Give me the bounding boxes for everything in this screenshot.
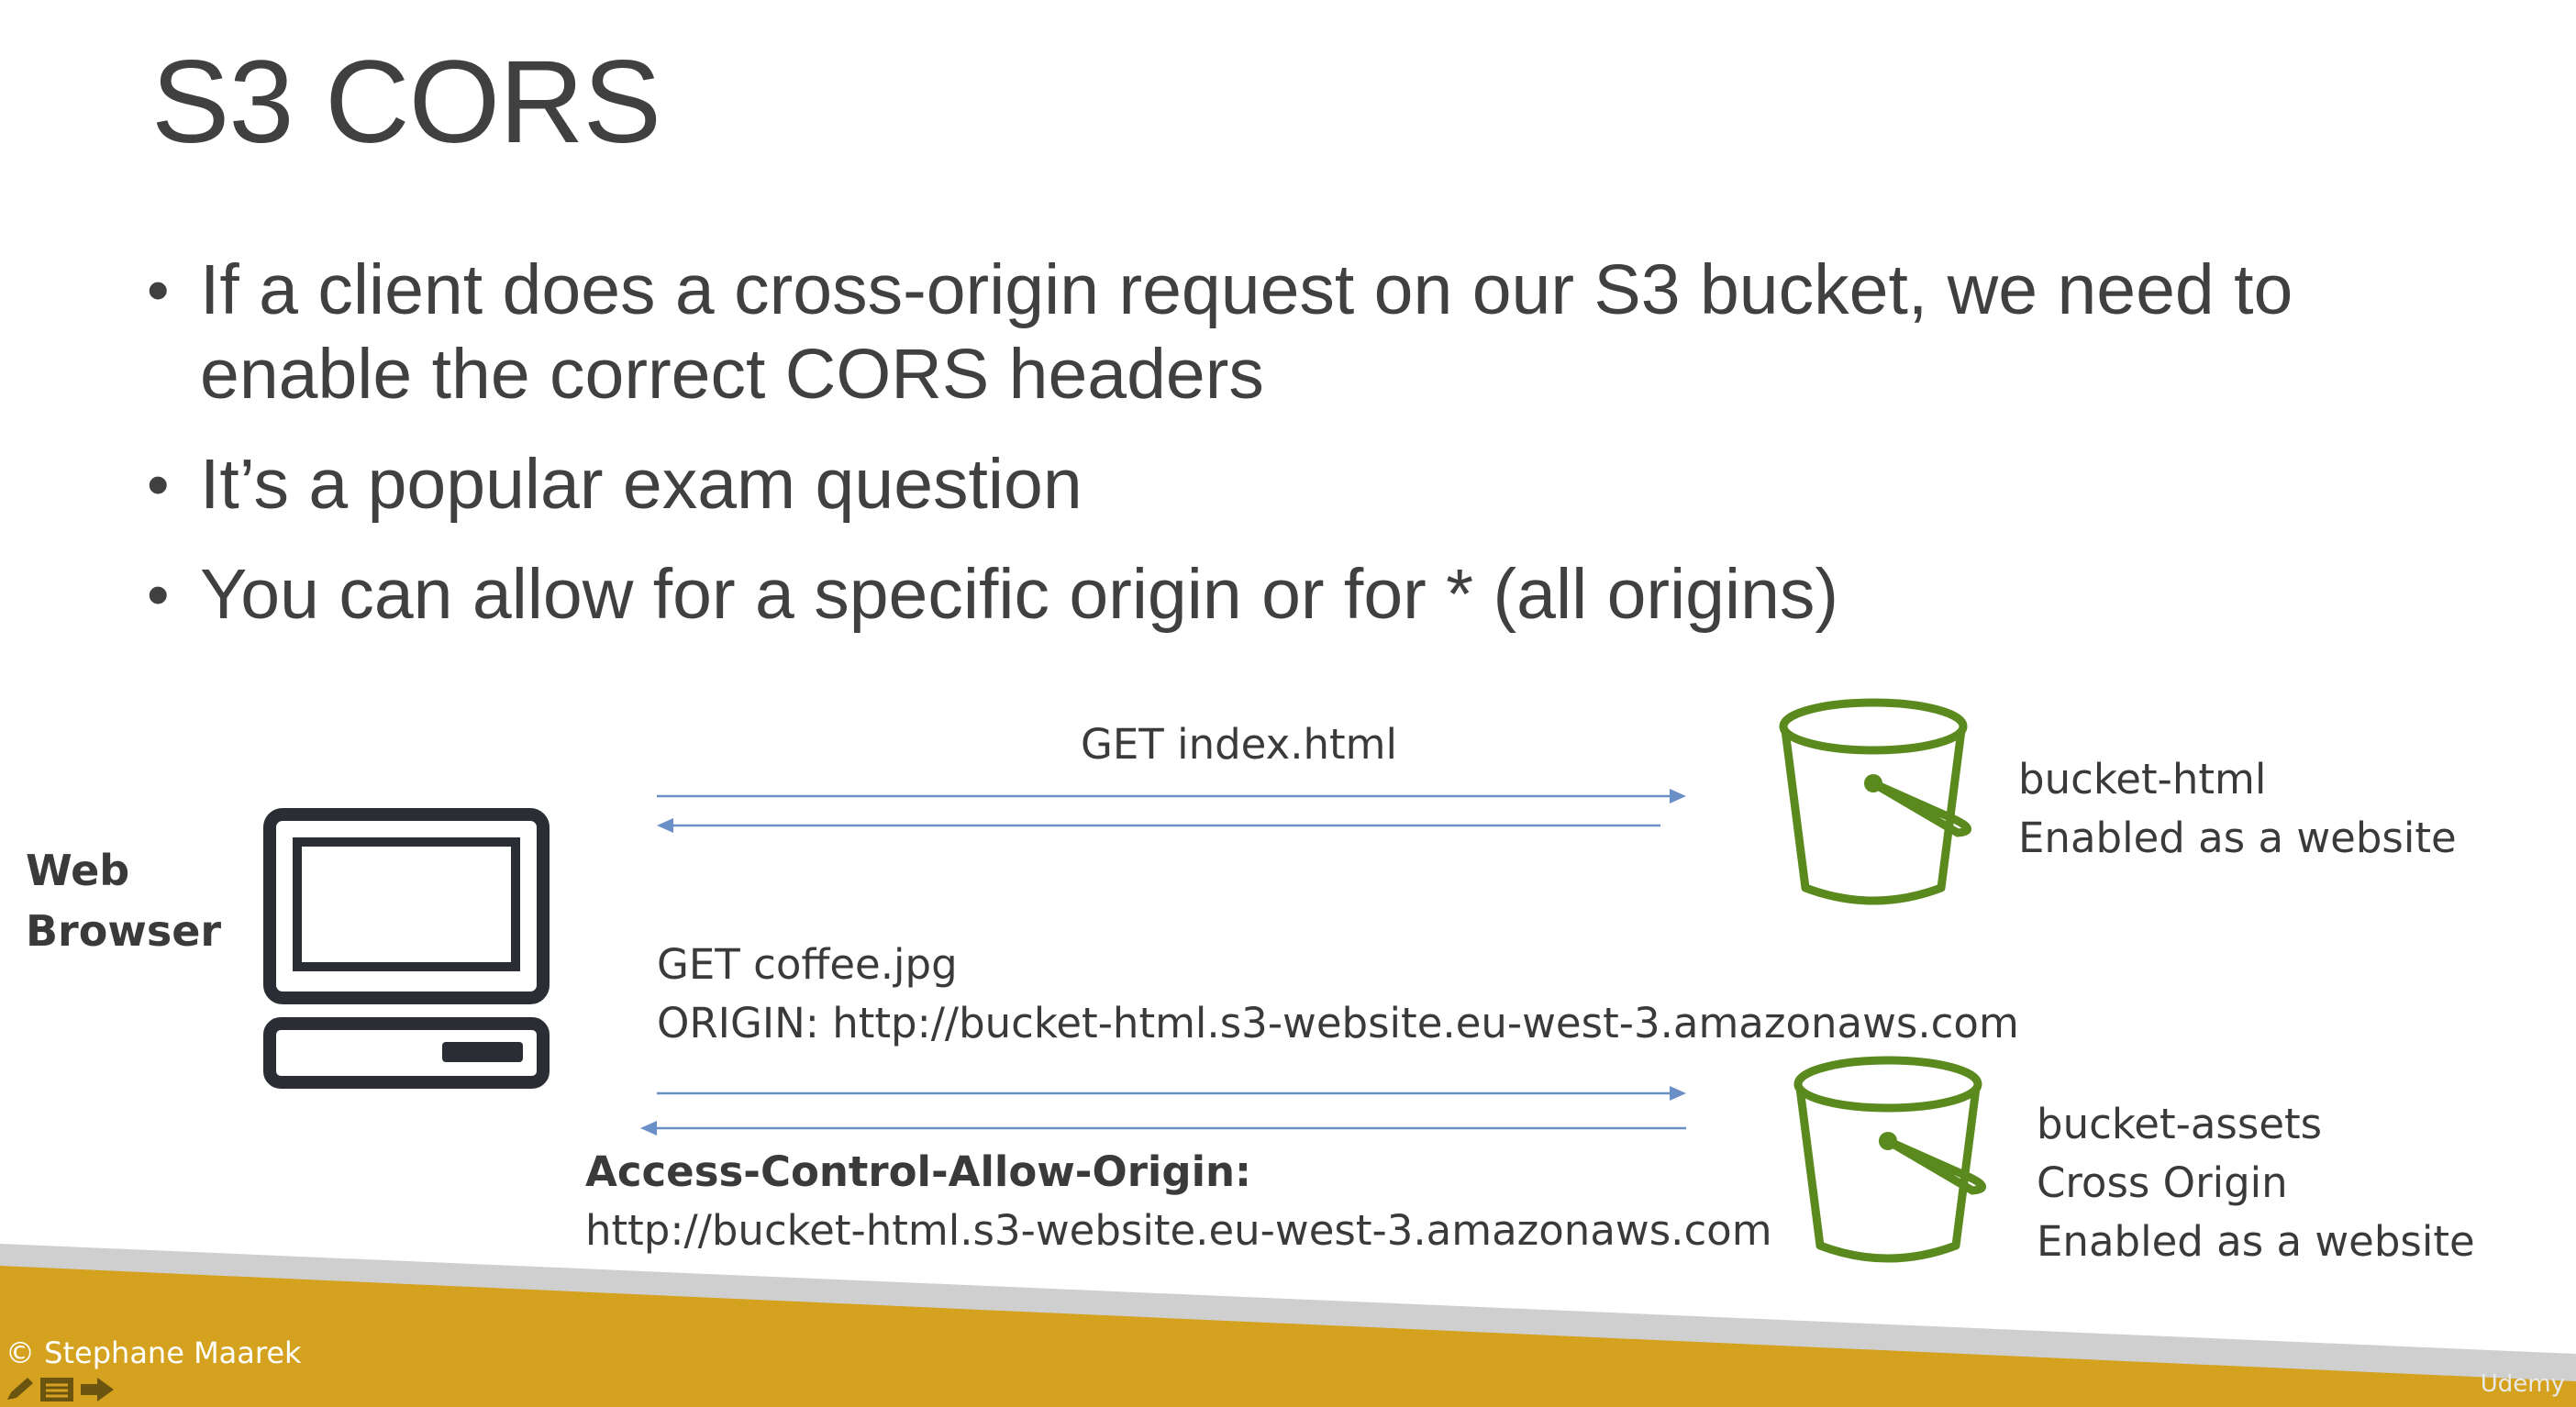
- bucket2-label: bucket-assets Cross Origin Enabled as a …: [2037, 1095, 2475, 1271]
- copyright-text: © Stephane Maarek: [6, 1335, 302, 1370]
- bucket2-name: bucket-assets: [2037, 1100, 2323, 1148]
- bucket-icon: [1793, 1056, 1986, 1263]
- next-arrow-icon[interactable]: [79, 1376, 116, 1403]
- pen-icon[interactable]: [4, 1376, 35, 1403]
- request1-label: GET index.html: [1081, 720, 1398, 769]
- bucket1-desc: Enabled as a website: [2018, 814, 2457, 862]
- udemy-watermark: Udemy: [2480, 1370, 2565, 1398]
- notes-icon[interactable]: [39, 1376, 75, 1403]
- response2-value: http://bucket-html.s3-website.eu-west-3.…: [585, 1206, 1772, 1255]
- browser-label-line1: Web: [26, 846, 130, 895]
- bullet-item: If a client does a cross-origin request …: [147, 248, 2394, 416]
- computer-icon: [263, 808, 550, 1089]
- request2-label: GET coffee.jpg ORIGIN: http://bucket-htm…: [657, 936, 2019, 1053]
- bullet-list: If a client does a cross-origin request …: [147, 248, 2394, 662]
- bullet-item: You can allow for a specific origin or f…: [147, 552, 2394, 637]
- request2-line1: GET coffee.jpg: [657, 940, 958, 989]
- bullet-item: It’s a popular exam question: [147, 442, 2394, 526]
- slide-title: S3 CORS: [151, 37, 661, 168]
- request1-arrows: [657, 789, 1686, 833]
- bucket2-line2: Cross Origin: [2037, 1158, 2288, 1207]
- bucket1-name: bucket-html: [2018, 755, 2267, 803]
- slide-tools: [4, 1376, 116, 1403]
- bucket1-label: bucket-html Enabled as a website: [2018, 750, 2457, 868]
- request2-line2: ORIGIN: http://bucket-html.s3-website.eu…: [657, 999, 2019, 1047]
- request2-arrows: [640, 1086, 1686, 1136]
- footer-band: [0, 1244, 2576, 1407]
- response2-header: Access-Control-Allow-Origin:: [585, 1147, 1252, 1196]
- browser-label: Web Browser: [26, 840, 221, 961]
- bucket-icon: [1779, 698, 1971, 905]
- bucket2-line3: Enabled as a website: [2037, 1217, 2475, 1266]
- response2-label: Access-Control-Allow-Origin: http://buck…: [585, 1143, 1772, 1260]
- browser-label-line2: Browser: [26, 906, 222, 956]
